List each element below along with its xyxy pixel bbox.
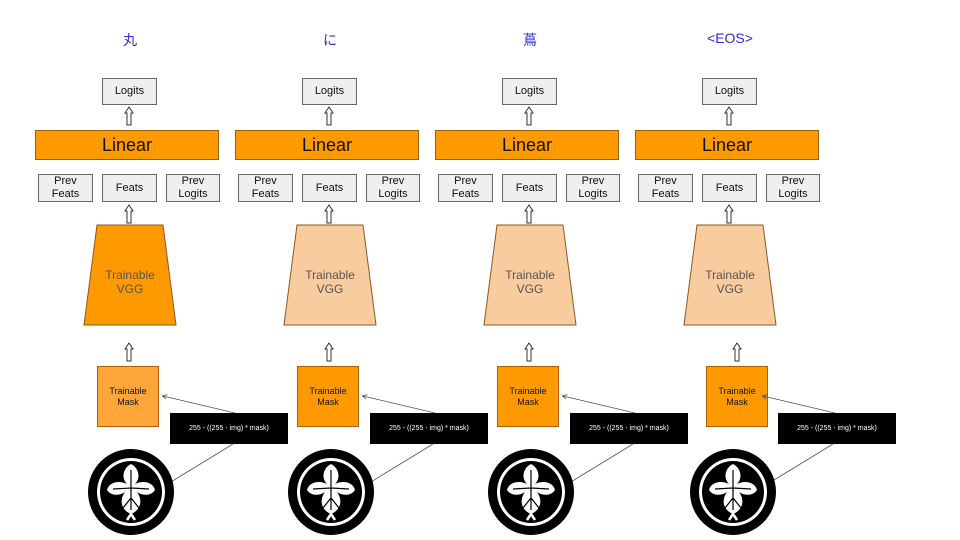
trainable-vgg-label: Trainable VGG xyxy=(305,268,355,296)
ivy-crest-icon xyxy=(488,449,574,535)
linear-layer: Linear xyxy=(435,130,619,160)
mask-formula-label: 255 - ((255 - img) * mask) xyxy=(778,413,896,444)
feats-box: Feats xyxy=(702,174,757,202)
pipeline-column: 蔦 Logits Linear Prev Feats Feats Prev Lo… xyxy=(435,0,688,540)
trainable-mask-box: Trainable Mask xyxy=(497,366,559,427)
prev-logits-box: Prev Logits xyxy=(566,174,620,202)
ivy-crest-icon xyxy=(690,449,776,535)
output-token: <EOS> xyxy=(707,30,753,46)
logits-box: Logits xyxy=(702,78,757,105)
linear-layer: Linear xyxy=(635,130,819,160)
logits-box: Logits xyxy=(502,78,557,105)
mask-formula-label: 255 - ((255 - img) * mask) xyxy=(170,413,288,444)
up-arrow-icon xyxy=(724,204,734,224)
logits-box: Logits xyxy=(102,78,157,105)
mask-formula-label: 255 - ((255 - img) * mask) xyxy=(570,413,688,444)
up-arrow-icon xyxy=(124,342,134,362)
output-token: 丸 xyxy=(123,32,137,48)
output-token: に xyxy=(323,32,337,48)
logits-box: Logits xyxy=(302,78,357,105)
ivy-crest-icon xyxy=(288,449,374,535)
trainable-vgg-label: Trainable VGG xyxy=(705,268,755,296)
prev-feats-box: Prev Feats xyxy=(238,174,293,202)
mask-formula-label: 255 - ((255 - img) * mask) xyxy=(370,413,488,444)
up-arrow-icon xyxy=(732,342,742,362)
up-arrow-icon xyxy=(124,106,134,126)
linear-layer: Linear xyxy=(35,130,219,160)
trainable-mask-box: Trainable Mask xyxy=(297,366,359,427)
up-arrow-icon xyxy=(524,204,534,224)
feats-box: Feats xyxy=(302,174,357,202)
up-arrow-icon xyxy=(724,106,734,126)
up-arrow-icon xyxy=(324,106,334,126)
prev-feats-box: Prev Feats xyxy=(638,174,693,202)
pipeline-column: に Logits Linear Prev Feats Feats Prev Lo… xyxy=(235,0,488,540)
output-token: 蔦 xyxy=(523,32,537,48)
trainable-vgg-label: Trainable VGG xyxy=(505,268,555,296)
up-arrow-icon xyxy=(524,106,534,126)
feats-box: Feats xyxy=(102,174,157,202)
prev-logits-box: Prev Logits xyxy=(166,174,220,202)
prev-logits-box: Prev Logits xyxy=(366,174,420,202)
up-arrow-icon xyxy=(324,342,334,362)
trainable-vgg-block xyxy=(83,224,177,326)
feats-box: Feats xyxy=(502,174,557,202)
up-arrow-icon xyxy=(524,342,534,362)
prev-feats-box: Prev Feats xyxy=(438,174,493,202)
linear-layer: Linear xyxy=(235,130,419,160)
prev-logits-box: Prev Logits xyxy=(766,174,820,202)
pipeline-column: <EOS> Logits Linear Prev Feats Feats Pre… xyxy=(635,0,896,540)
ivy-crest-icon xyxy=(88,449,174,535)
trainable-vgg-block xyxy=(283,224,377,326)
trainable-vgg-label: Trainable VGG xyxy=(105,268,155,296)
prev-feats-box: Prev Feats xyxy=(38,174,93,202)
trainable-vgg-block xyxy=(683,224,777,326)
pipeline-column: 丸 Logits Linear Prev Feats Feats Prev Lo… xyxy=(35,0,288,540)
up-arrow-icon xyxy=(124,204,134,224)
trainable-vgg-block xyxy=(483,224,577,326)
trainable-mask-box: Trainable Mask xyxy=(706,366,768,427)
trainable-mask-box: Trainable Mask xyxy=(97,366,159,427)
up-arrow-icon xyxy=(324,204,334,224)
